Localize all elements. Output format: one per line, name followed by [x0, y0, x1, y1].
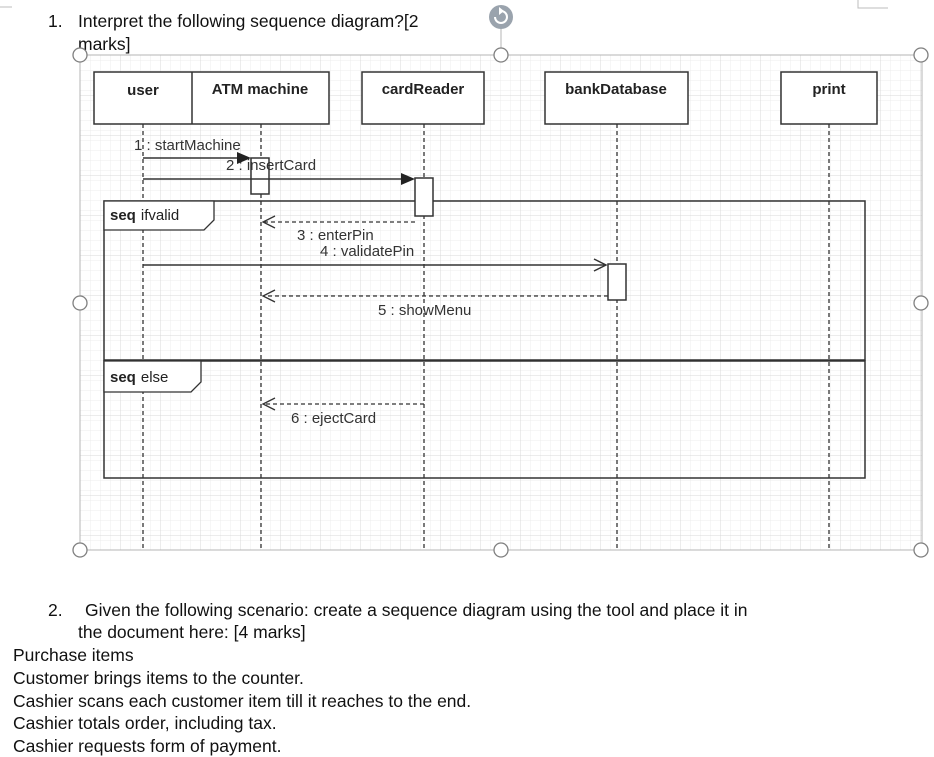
diagram-grid: [80, 55, 922, 550]
message-5-label: 5 : showMenu: [378, 302, 471, 319]
message-1-label: 1 : startMachine: [134, 137, 241, 154]
message-2-arrowhead: [401, 173, 415, 185]
participant-box-bankdatabase: [544, 71, 689, 125]
activation-cardreader: [414, 177, 434, 217]
scenario-line: Customer brings items to the counter.: [13, 668, 304, 688]
frame-keyword-ifvalid: seq: [110, 207, 136, 224]
question2-line1: Given the following scenario: create a s…: [85, 600, 748, 620]
frame-guard-else: else: [141, 369, 169, 386]
participant-box-cardreader: [361, 71, 485, 125]
resize-handle-top[interactable]: [493, 47, 509, 63]
message-4-label: 4 : validatePin: [320, 243, 414, 260]
message-3-label: 3 : enterPin: [297, 227, 374, 244]
frame-seq-ifvalid: [103, 200, 866, 361]
participant-box-print: [780, 71, 878, 125]
message-1-arrowhead: [237, 152, 251, 164]
rotate-icon[interactable]: [489, 5, 513, 29]
frame-tag-ifvalid: [103, 200, 215, 231]
frame-seq-else: [103, 360, 866, 479]
frame-guard-ifvalid: ifvalid: [141, 207, 179, 224]
scenario-line: Cashier totals order, including tax.: [13, 713, 277, 733]
participant-bankdatabase: bankDatabase: [565, 81, 667, 98]
message-6-label: 6 : ejectCard: [291, 410, 376, 427]
participant-box-user-atm: [93, 71, 330, 125]
question1-line1: Interpret the following sequence diagram…: [78, 11, 419, 31]
resize-handle-bottom-right[interactable]: [913, 542, 929, 558]
resize-handle-right[interactable]: [913, 295, 929, 311]
resize-handle-top-left[interactable]: [72, 47, 88, 63]
resize-handle-bottom-left[interactable]: [72, 542, 88, 558]
participant-user: user: [127, 82, 159, 99]
scenario-line: Cashier requests form of payment.: [13, 736, 282, 756]
resize-handle-bottom[interactable]: [493, 542, 509, 558]
resize-handle-top-right[interactable]: [913, 47, 929, 63]
page-corner-mark-right: [857, 0, 888, 9]
question2-number: 2.: [48, 600, 63, 620]
participant-cardreader: cardReader: [382, 81, 465, 98]
activation-atm-machine: [250, 157, 270, 195]
message-5-arrowhead: [261, 289, 276, 303]
question1-line2: marks]: [78, 34, 131, 54]
question1-number: 1.: [48, 11, 63, 31]
message-3-arrowhead: [261, 215, 276, 229]
frame-tag-else: [103, 360, 202, 393]
message-6-arrowhead: [261, 397, 276, 411]
frame-keyword-else: seq: [110, 369, 136, 386]
activation-bankdatabase: [607, 263, 627, 301]
participant-atm-machine: ATM machine: [212, 81, 308, 98]
scenario-line: Purchase items: [13, 645, 134, 665]
scenario-line: Cashier scans each customer item till it…: [13, 691, 472, 711]
participant-print: print: [812, 81, 845, 98]
question2-line2: the document here: [4 marks]: [78, 622, 306, 642]
resize-handle-left[interactable]: [72, 295, 88, 311]
message-2-label: 2 : insertCard: [226, 157, 316, 174]
message-4-arrowhead: [593, 258, 608, 272]
